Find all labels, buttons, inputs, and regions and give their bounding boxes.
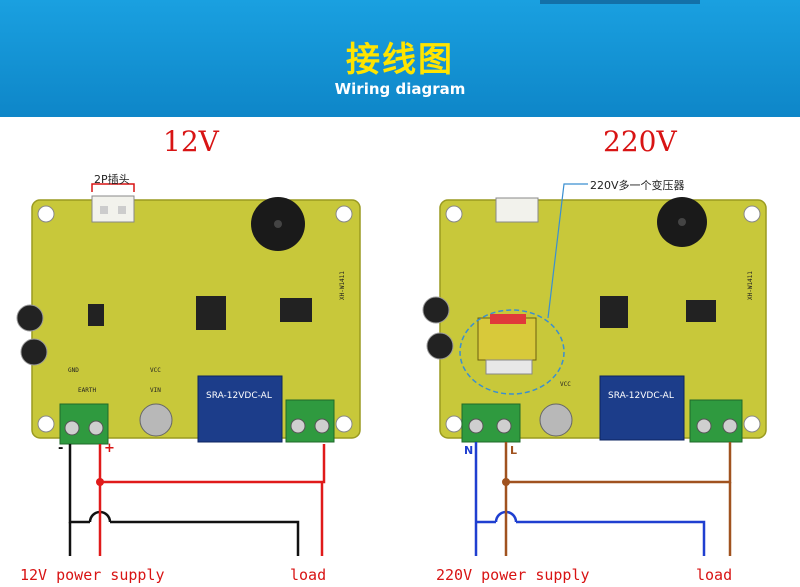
right-callout-leader <box>547 183 588 319</box>
left-wires <box>68 444 326 556</box>
right-transformer-highlight <box>459 309 565 395</box>
left-buzzer-center <box>274 220 282 228</box>
left-load-screw-1 <box>290 418 306 434</box>
left-load-label: load <box>290 566 327 584</box>
right-2p-connector <box>495 197 539 223</box>
left-pcb-label-vin: VIN <box>150 387 161 394</box>
right-mount-hole-bl <box>445 415 463 433</box>
right-junction-dot <box>502 478 510 486</box>
left-plus-label: + <box>104 441 115 456</box>
right-wires <box>474 442 732 556</box>
right-transformer-base <box>485 359 533 375</box>
left-junction-dot <box>96 478 104 486</box>
left-callout-bracket <box>91 183 135 192</box>
right-capacitor-3 <box>539 403 573 437</box>
left-load-screw-2 <box>314 418 330 434</box>
right-supply-label: 220V power supply <box>436 566 590 584</box>
left-callout-label: 2P插头 <box>94 173 130 186</box>
right-capacitor-1 <box>422 296 450 324</box>
header-top-line <box>540 0 700 4</box>
right-voltage-label: 220V <box>603 125 677 158</box>
left-model-text: XH-W1411 <box>339 271 346 300</box>
left-mount-hole-tl <box>37 205 55 223</box>
left-ic-1 <box>196 296 226 330</box>
left-minus-label: - <box>58 441 64 456</box>
right-relay <box>599 375 685 441</box>
right-power-screw-1 <box>468 418 484 434</box>
page-title: 接线图 <box>346 40 454 80</box>
left-wire-minus <box>68 444 90 524</box>
left-power-screw-2 <box>88 420 104 436</box>
right-transformer <box>477 317 537 361</box>
left-pcb-label-earth: EARTH <box>78 387 96 394</box>
left-supply-label: 12V power supply <box>20 566 165 584</box>
right-buzzer-center <box>678 218 686 226</box>
right-mount-hole-br <box>743 415 761 433</box>
right-mount-hole-tr <box>743 205 761 223</box>
left-2p-pin-1 <box>100 206 108 214</box>
right-transformer-top <box>490 314 526 324</box>
right-load-screw-1 <box>696 418 712 434</box>
right-ic-1 <box>600 296 628 328</box>
left-mount-hole-tr <box>335 205 353 223</box>
right-callout-label: 220V多一个变压器 <box>590 179 685 192</box>
left-wire-minus-to-load <box>110 520 300 556</box>
right-load-screw-2 <box>722 418 738 434</box>
left-board: SRA-12VDC-AL XH-W1411 GND VCC EARTH VIN <box>16 195 361 445</box>
left-capacitor-2 <box>20 338 48 366</box>
left-ic-2 <box>280 298 312 322</box>
left-mount-hole-br <box>335 415 353 433</box>
left-2p-pin-2 <box>118 206 126 214</box>
right-load-label: load <box>696 566 733 584</box>
right-capacitor-2 <box>426 332 454 360</box>
right-wire-n-to-load <box>516 520 706 556</box>
right-pcb-label-vcc: VCC <box>560 381 571 388</box>
right-ic-2 <box>686 300 716 322</box>
left-pcb-label-gnd: GND <box>68 367 79 374</box>
left-capacitor-3 <box>139 403 173 437</box>
left-power-screw-1 <box>64 420 80 436</box>
left-voltage-label: 12V <box>163 125 219 158</box>
right-wire-l-to-terminal <box>506 442 732 484</box>
right-l-label: L <box>510 444 518 457</box>
right-board: SRA-12VDC-AL XH-W1411 VCC <box>422 197 767 443</box>
page-subtitle: Wiring diagram <box>334 80 466 98</box>
left-capacitor-1 <box>16 304 44 332</box>
right-n-label: N <box>464 444 474 457</box>
left-relay-text: SRA-12VDC-AL <box>206 391 272 401</box>
right-power-screw-2 <box>496 418 512 434</box>
right-mount-hole-tl <box>445 205 463 223</box>
right-model-text: XH-W1411 <box>747 271 754 300</box>
left-mount-hole-bl <box>37 415 55 433</box>
left-pcb-label-vcc: VCC <box>150 367 161 374</box>
left-wire-plus-to-terminal <box>100 444 326 484</box>
left-relay <box>197 375 283 443</box>
left-regulator <box>88 304 104 326</box>
left-2p-connector <box>91 195 135 223</box>
right-relay-text: SRA-12VDC-AL <box>608 391 674 401</box>
header-banner <box>0 0 800 117</box>
